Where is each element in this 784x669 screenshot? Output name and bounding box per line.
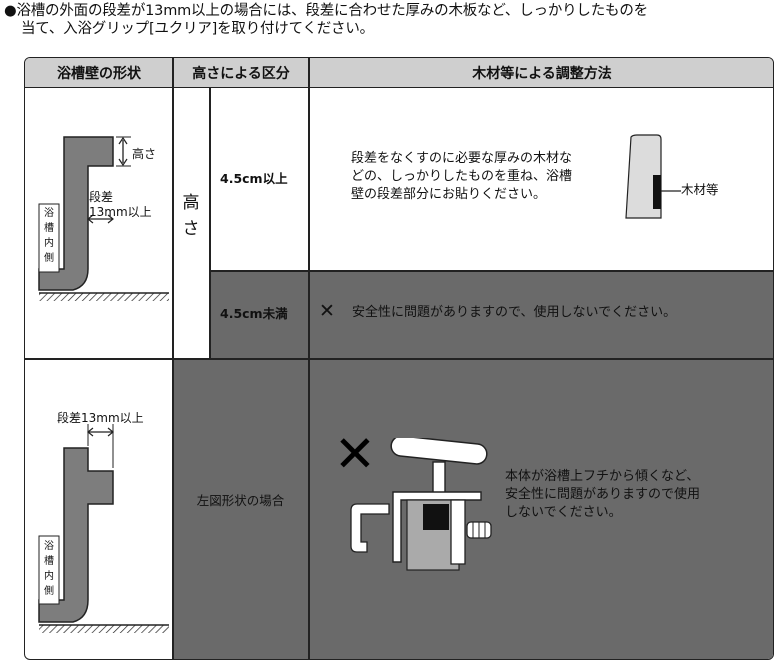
row1-sub2-shade [209, 271, 773, 359]
prohibited-icon: ✕ [334, 425, 376, 483]
intro-text: ●浴槽の外面の段差が13mm以上の場合には、段差に合わせた厚みの木板など、しっか… [4, 2, 780, 38]
row2-method-text: 本体が浴槽上フチから傾くなど、 安全性に問題がありますので使用 しないでください… [505, 468, 700, 522]
method-line: どの、しっかりしたものを重ね、浴槽 [351, 169, 573, 184]
divider [209, 270, 773, 272]
divider [25, 358, 773, 360]
method-line: 安全性に問題がありますので使用 [505, 487, 701, 502]
method-line: 段差をなくすのに必要な厚みの木材な [351, 151, 573, 166]
tub-wall-diagram-step-13mm [38, 424, 169, 633]
intro-line-2: 当て、入浴グリップ[ユクリア]を取り付けてください。 [21, 21, 374, 37]
range-under-4-5cm: 4.5cm未満 [220, 306, 288, 321]
tub-wall-diagram-step-height [38, 136, 169, 301]
wood-shim-illustration [625, 134, 681, 219]
header-method: 木材等による調整方法 [309, 58, 773, 88]
intro-line-1: ●浴槽の外面の段差が13mm以上の場合には、段差に合わせた厚みの木板など、しっか… [4, 3, 648, 19]
tub-inner-char: 浴 [44, 208, 54, 219]
height-vertical-label: 高 さ [181, 190, 201, 242]
method-line: 壁の段差部分にお貼りください。 [351, 187, 547, 202]
tub-inner-label: 浴 槽 内 側 [39, 539, 59, 599]
diagram-step-label: 段差 [89, 190, 114, 204]
range-over-4-5cm: 4.5cm以上 [220, 171, 288, 186]
adjustment-table: 浴槽壁の形状 高さによる区分 木材等による調整方法 高さ 段差 13mm以上 浴… [24, 57, 774, 660]
method-line: 本体が浴槽上フチから傾くなど、 [505, 469, 700, 484]
tub-inner-char: 側 [44, 253, 54, 264]
method-wood-text: 段差をなくすのに必要な厚みの木材な どの、しっかりしたものを重ね、浴槽 壁の段差… [351, 150, 572, 204]
header-height-category: 高さによる区分 [173, 58, 309, 88]
diagram-step-13mm-label: 段差13mm以上 [57, 411, 144, 425]
diagram-height-label: 高さ [132, 147, 157, 161]
tub-inner-char: 側 [44, 586, 54, 597]
divider [209, 88, 211, 359]
tub-inner-char: 内 [44, 571, 54, 582]
row2-category-label: 左図形状の場合 [196, 493, 285, 508]
diagram-step-value: 13mm以上 [89, 205, 152, 219]
header-shape: 浴槽壁の形状 [25, 58, 173, 88]
height-vertical-char: 高 [182, 193, 200, 213]
tub-inner-label: 浴 槽 内 側 [39, 206, 59, 266]
tub-inner-char: 槽 [44, 556, 54, 567]
tub-inner-char: 浴 [44, 541, 54, 552]
row2-shade [173, 359, 773, 659]
tub-inner-char: 内 [44, 238, 54, 249]
method-not-allowed-text: 安全性に問題がありますので、使用しないでください。 [352, 305, 677, 320]
height-vertical-char: さ [182, 219, 200, 239]
tilted-grip-illustration [350, 438, 492, 571]
method-line: しないでください。 [505, 505, 622, 520]
prohibited-icon: ✕ [319, 300, 335, 322]
wood-label: 木材等 [681, 182, 719, 197]
tub-inner-char: 槽 [44, 223, 54, 234]
